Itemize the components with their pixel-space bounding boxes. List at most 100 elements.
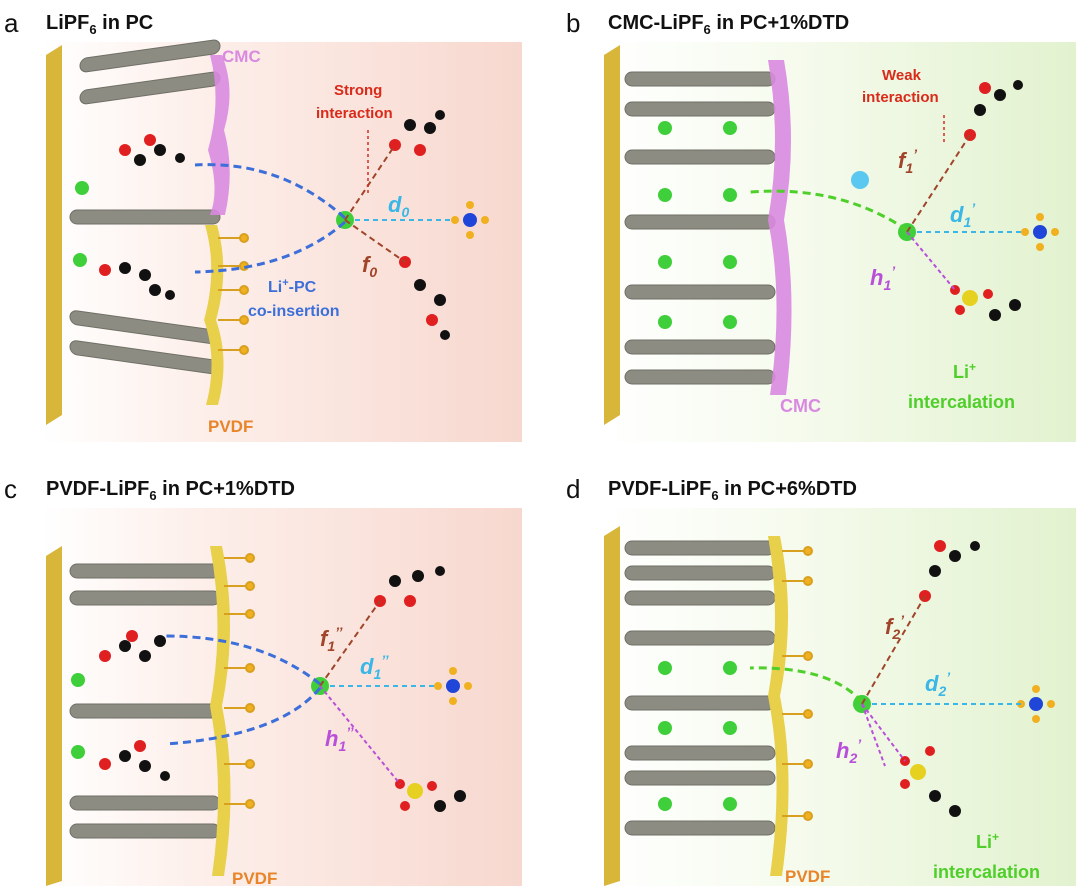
li-label: Li+ [976,830,999,852]
h1pp-label: h1’’ [325,724,355,754]
dtd-molecule [395,779,466,812]
li-atoms [71,673,85,759]
li-atom [75,181,89,195]
intercalation-label: intercalation [933,862,1040,882]
panel-title-a: LiPF6 in PC [46,12,153,37]
panel-title-b: CMC-LiPF6 in PC+1%DTD [608,12,849,37]
title-sub: 6 [703,22,711,37]
title-sub: 6 [711,488,719,503]
strong-label-2: interaction [316,105,393,122]
pc-molecule [119,134,185,166]
weak-label-1: Weak [882,67,922,84]
title-rest: in PC+6%DTD [718,478,857,500]
h1pp-line [319,685,401,785]
f1-label: f1’ [898,146,918,176]
co-insertion-label: co-insertion [248,303,340,320]
pvdf-side-chains [782,546,813,821]
panel-b-scene: Weak interaction f1’ d1’ h1’ CMC Li+ int… [604,45,1059,425]
title-sub: 6 [89,22,97,37]
pf6-anion [434,667,472,705]
co-insertion-arrow-lower [164,687,322,746]
pc-molecule [99,740,170,781]
co-insertion-arrow-lower [194,220,346,274]
pvdf-binder [768,536,789,876]
co-insertion-arrow-upper [164,634,321,686]
title-rest: in PC [96,12,154,34]
cmc-label: CMC [222,47,261,66]
cmc-binder [768,60,792,395]
pc-molecule [919,540,980,602]
dtd-molecule [900,746,961,817]
panel-title-d: PVDF-LiPF6 in PC+6%DTD [608,478,857,503]
panel-letter-b: b [566,8,581,38]
pc-molecule [99,630,166,662]
f1pp-line [319,600,381,687]
panel-c-scene: f1’’ d1’’ h1’’ PVDF [46,546,472,888]
h2-label: h2’ [836,736,862,766]
graphite-layers [69,39,221,375]
title-rest: in PC+1%DTD [710,12,850,34]
li-atoms [658,121,737,329]
panel-letter-a: a [4,8,19,38]
pvdf-side-chains [218,233,249,355]
f2-label: f2’ [885,612,905,642]
panel-letter-d: d [566,474,581,504]
pc-molecule [399,256,450,340]
d2-label: d2’ [925,669,951,699]
current-collector [46,45,62,425]
d0-label: d0 [388,192,409,220]
pc-molecule [964,80,1023,141]
title-text: LiPF [46,12,90,34]
pf6-anion [1017,685,1055,723]
f0-line-up [344,144,396,221]
graphite-layers [69,563,221,839]
d1-label: d1’ [950,200,976,230]
pc-molecule [99,262,175,300]
pvdf-binder [204,225,224,405]
li-intercalation-arrow [749,189,908,232]
current-collector [46,546,62,886]
f0-line-down [344,219,406,263]
f1pp-label: f1’’ [320,624,343,654]
h1-label: h1’ [870,263,896,293]
h1-line [906,231,956,291]
panel-a-scene: CMC PVDF Strong interaction d0 f0 Li+-PC… [46,39,489,436]
pvdf-binder [210,546,231,876]
f2-line [861,595,926,705]
pvdf-label: PVDF [232,869,277,888]
pc-molecule [389,110,445,156]
panel-d-scene: f2’ d2’ h2’ PVDF Li+ intercalation [604,526,1055,886]
pf6-anion [451,201,489,239]
pvdf-label: PVDF [208,417,253,436]
current-collector [604,45,620,425]
intercalation-label: intercalation [908,392,1015,412]
cmc-na-ion [851,171,869,189]
panel-a-background [42,42,522,442]
panel-title-c: PVDF-LiPF6 in PC+1%DTD [46,478,295,503]
title-rest: in PC+1%DTD [156,478,295,500]
co-insertion-arrow-upper [194,163,346,220]
pf6-anion [1021,213,1059,251]
panel-letter-c: c [4,474,17,504]
h2-line-2 [861,703,886,767]
panel-d: d PVDF-LiPF6 in PC+6%DTD [540,446,1080,891]
pvdf-side-chains [224,553,255,809]
dtd-molecule [950,285,1021,321]
panel-a: a LiPF6 in PC [0,0,540,445]
cmc-label: CMC [780,396,821,416]
h2-line-1 [861,703,906,762]
cmc-binder [208,55,230,215]
graphite-layers [624,540,776,836]
title-text: PVDF-LiPF [608,478,712,500]
weak-label-2: interaction [862,89,939,106]
strong-label-1: Strong [334,82,382,99]
li-atoms [658,661,737,811]
li-label: Li+ [953,360,976,382]
panel-c: c PVDF-LiPF6 in PC+1%DTD [0,446,540,891]
title-text: PVDF-LiPF [46,478,150,500]
li-atom [73,253,87,267]
li-pc-label: Li+-PC [268,277,317,296]
current-collector [604,526,620,886]
graphite-layers [624,71,776,385]
title-sub: 6 [149,488,157,503]
